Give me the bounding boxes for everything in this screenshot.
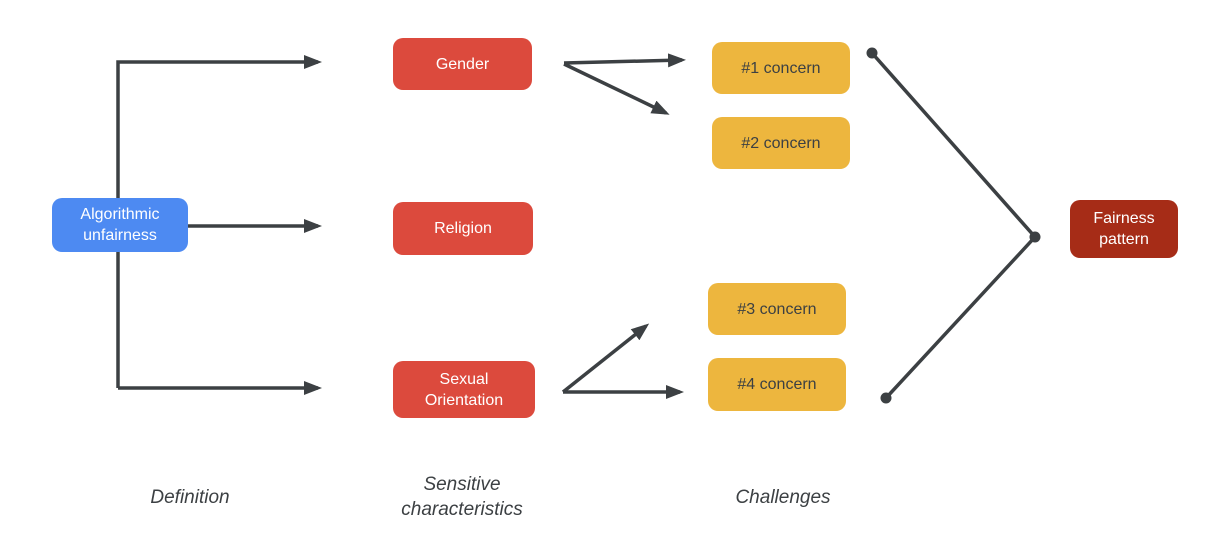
node-concern-4: #4 concern [708, 358, 846, 411]
node-concern-1: #1 concern [712, 42, 850, 94]
node-gender: Gender [393, 38, 532, 90]
node-concern-3: #3 concern [708, 283, 846, 335]
node-concern-2: #2 concern [712, 117, 850, 169]
connector-endpoint-dot-bottom [880, 392, 892, 404]
node-algorithmic-unfairness: Algorithmic unfairness [52, 198, 188, 252]
node-sexual-orientation: Sexual Orientation [393, 361, 535, 418]
arrow-gender-to-concern1 [563, 53, 686, 68]
connector-concerns-to-fairness-pattern [870, 51, 1038, 400]
node-fairness-pattern: Fairness pattern [1070, 200, 1178, 258]
column-label-sensitive-characteristics: Sensitive characteristics [401, 474, 523, 520]
connector-vertex-dot [1029, 231, 1041, 243]
column-label-definition: Definition [150, 487, 230, 508]
arrow-sexual-orientation-to-concern3 [561, 323, 650, 394]
column-label-challenges: Challenges [735, 487, 831, 508]
connector-endpoint-dot-top [866, 47, 878, 59]
arrow-definition-to-gender [116, 55, 322, 388]
node-religion: Religion [393, 202, 533, 255]
arrow-gender-to-concern2 [563, 62, 670, 115]
